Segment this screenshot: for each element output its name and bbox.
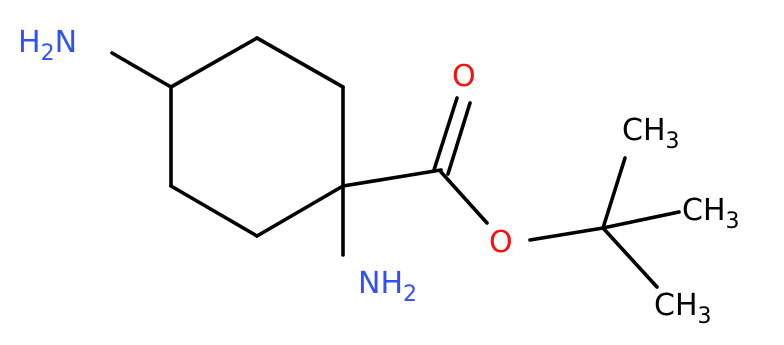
carbonyl-oxygen-label: O — [452, 59, 476, 94]
bond-tert-methyl-bottom — [601, 226, 659, 289]
bond-carbonyl-double-1 — [432, 96, 459, 172]
bond-ring-c2-c3 — [255, 36, 345, 89]
methyl-middle-label: CH3 — [682, 193, 740, 234]
methyl-bottom-label: CH3 — [654, 288, 712, 329]
amine-top-left-label: H2N — [18, 25, 77, 66]
bond-ring-c3-c4 — [169, 36, 259, 89]
methyl-top-label: CH3 — [622, 113, 680, 154]
bond-ring-c6-c1 — [255, 184, 345, 238]
bond-tert-methyl-top — [601, 156, 627, 230]
bond-c4-amine — [110, 51, 173, 89]
amine-bottom-label: NH2 — [358, 266, 417, 307]
ester-oxygen-label: O — [489, 225, 513, 260]
bond-tert-methyl-middle — [601, 210, 681, 230]
bond-carbonyl-ester-o — [439, 170, 489, 225]
bond-carbonyl-double-2 — [446, 101, 472, 176]
bond-c1-carbonyl — [341, 168, 443, 188]
bond-ring-c5-c6 — [169, 184, 259, 238]
bond-ester-o-tert — [528, 226, 605, 242]
bonds — [110, 36, 681, 289]
atom-labels: H2N NH2 O O CH3 CH3 CH3 — [18, 25, 740, 329]
